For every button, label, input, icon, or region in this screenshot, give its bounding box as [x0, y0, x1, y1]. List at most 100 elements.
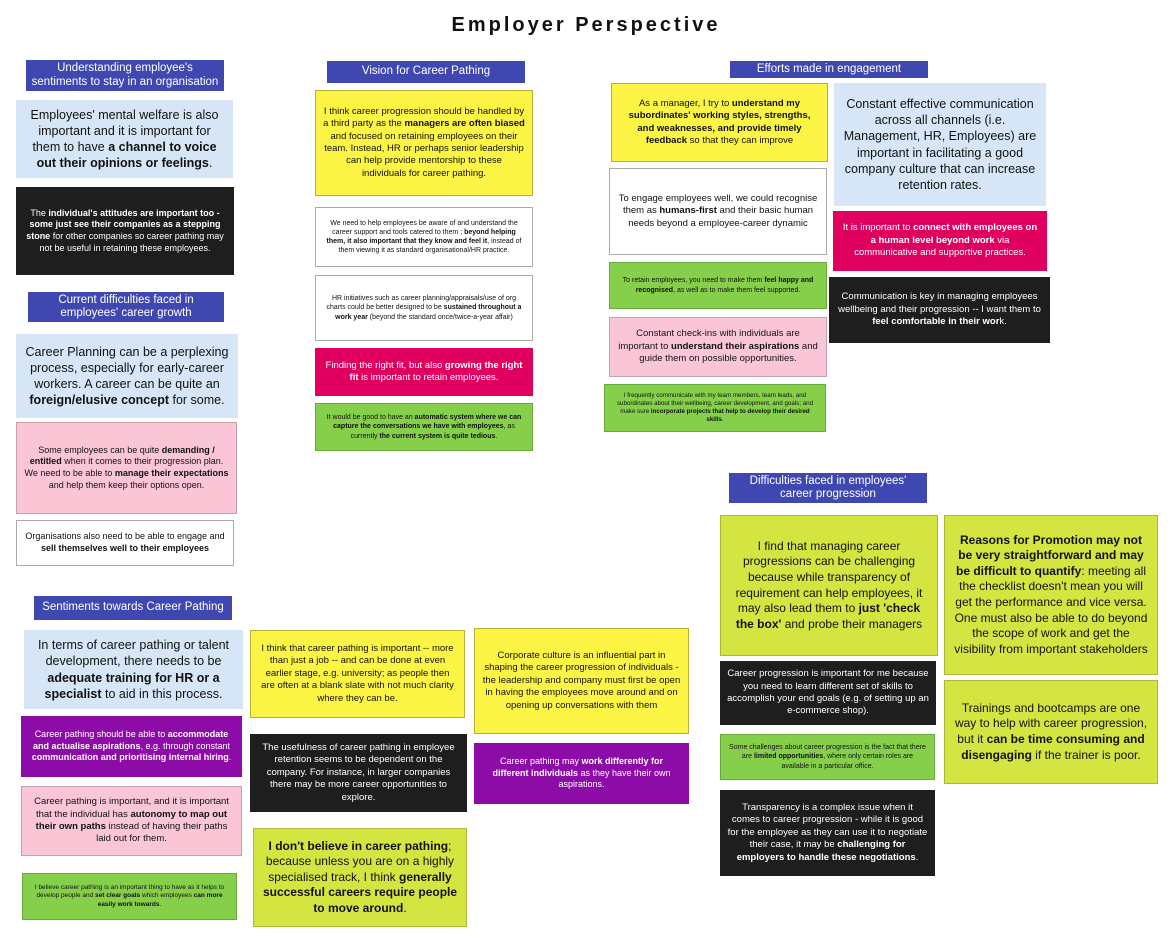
header-sentiments-stay: Understanding employee's sentiments to s…: [26, 60, 224, 91]
note-text: I think career progression should be han…: [323, 106, 525, 180]
note-text-segment: .: [403, 900, 407, 915]
sticky-note: Some employees can be quite demanding / …: [16, 422, 237, 514]
note-text-segment: In terms of career pathing or talent dev…: [37, 638, 230, 669]
note-text-segment: .: [721, 416, 724, 424]
sticky-note: I don't believe in career pathing; becau…: [253, 828, 467, 927]
note-text-segment: and help them keep their options open.: [48, 479, 205, 490]
note-text: Career pathing may work differently for …: [481, 756, 682, 791]
note-text-segment: is important to retain employees.: [358, 372, 499, 383]
note-text: I frequently communicate with my team me…: [612, 392, 818, 424]
note-text: Constant effective communication across …: [841, 96, 1039, 194]
sticky-note: Constant effective communication across …: [834, 83, 1046, 206]
page-title: Employer Perspective: [451, 14, 721, 36]
sticky-note: It would be good to have an automatic sy…: [315, 403, 533, 451]
note-text-segment: as they have their own aspirations.: [558, 767, 671, 790]
note-text: Some challenges about career progression…: [728, 743, 927, 770]
note-text-segment: Career pathing may: [499, 755, 582, 766]
sticky-note: Trainings and bootcamps are one way to h…: [944, 680, 1158, 784]
sticky-note: Reasons for Promotion may not be very st…: [944, 515, 1158, 675]
sticky-note: Corporate culture is an influential part…: [474, 628, 689, 734]
note-text-segment: .: [228, 752, 232, 763]
note-text-segment: , as currently: [350, 423, 515, 440]
sticky-note: The usefulness of career pathing in empl…: [250, 734, 467, 812]
note-text: We need to help employees be aware of an…: [323, 219, 525, 255]
note-text: The individual's attitudes are important…: [23, 208, 227, 255]
note-text-bold: just 'check the box': [735, 601, 921, 631]
note-text-bold: set clear goals: [95, 892, 141, 900]
note-text-segment: I think career progression should be han…: [323, 105, 525, 130]
note-text: Career Planning can be a perplexing proc…: [23, 344, 231, 409]
note-text: Trainings and bootcamps are one way to h…: [952, 701, 1150, 763]
note-text: Reasons for Promotion may not be very st…: [952, 533, 1150, 658]
note-text-segment: so that they can improve: [687, 134, 794, 146]
note-text-bold: generally successful careers require peo…: [262, 869, 458, 915]
note-text-bold: communication and prioritising internal …: [31, 752, 229, 763]
note-text-segment: Finding the right fit, but also: [325, 359, 445, 371]
sticky-note: Career pathing should be able to accommo…: [21, 716, 242, 777]
note-text: Finding the right fit, but also growing …: [322, 360, 526, 385]
header-sentiments-career-pathing: Sentiments towards Career Pathing: [34, 596, 232, 620]
note-text: To engage employees well, we could recog…: [617, 193, 819, 230]
note-text-segment: Employees' mental welfare is also import…: [30, 107, 219, 155]
note-text-bold: manage their expectations: [114, 468, 229, 478]
sticky-note: Communication is key in managing employe…: [829, 277, 1050, 343]
note-text-segment: ; because unless you are on a highly spe…: [265, 838, 455, 884]
sticky-note: It is important to connect with employee…: [833, 211, 1047, 271]
note-text: Some employees can be quite demanding / …: [24, 445, 229, 492]
note-text-bold: limited opportunities: [753, 753, 824, 761]
note-text-segment: which employees: [140, 892, 194, 900]
note-text-bold: foreign/elusive concept: [29, 393, 170, 408]
sticky-note: Career pathing is important, and it is i…: [21, 786, 242, 856]
note-text: Career pathing should be able to accommo…: [28, 729, 235, 764]
sticky-note: Career Planning can be a perplexing proc…: [16, 334, 238, 418]
note-text-segment: It would be good to have an: [326, 414, 415, 422]
note-text-segment: Trainings and bootcamps are one way to h…: [954, 700, 1148, 746]
note-text-bold: connect with employees on a human level …: [870, 222, 1038, 246]
sticky-note: Career progression is important for me b…: [720, 661, 936, 725]
sticky-note: I find that managing career progressions…: [720, 515, 938, 656]
note-text-segment: I find that managing career progressions…: [735, 538, 923, 616]
note-text-segment: We need to help employees be aware of an…: [330, 219, 518, 236]
sticky-note: As a manager, I try to understand my sub…: [611, 83, 828, 162]
note-text-segment: (beyond the standard once/twice-a-year a…: [367, 313, 513, 321]
note-text: Corporate culture is an influential part…: [482, 650, 681, 712]
note-text-bold: feel comfortable in their wor: [872, 316, 1000, 328]
note-text-segment: Some challenges about career progression…: [729, 744, 926, 761]
sticky-note: Career pathing may work differently for …: [474, 743, 689, 804]
note-text-bold: feel happy and recognised: [635, 277, 814, 294]
note-text-bold: individual's attitudes are important too…: [26, 207, 221, 241]
sticky-note: The individual's attitudes are important…: [16, 187, 234, 275]
note-text: I think that career pathing is important…: [258, 643, 457, 705]
note-text: As a manager, I try to understand my sub…: [619, 98, 820, 147]
note-text-segment: for other companies so career pathing ma…: [39, 231, 224, 253]
note-text-segment: .: [159, 900, 162, 908]
note-text-segment: : meeting all the checklist doesn't mean…: [954, 563, 1148, 656]
note-text: Career progression is important for me b…: [727, 668, 929, 717]
note-text: Communication is key in managing employe…: [836, 291, 1043, 328]
note-text: It would be good to have an automatic sy…: [323, 413, 525, 440]
note-text-segment: and their basic human needs beyond a emp…: [628, 205, 814, 229]
note-text-segment: via communicative and supportive practic…: [854, 234, 1026, 259]
note-text-bold: automatic system where we can capture th…: [333, 414, 522, 431]
note-text-bold: sell themselves well to their employees: [40, 543, 210, 553]
note-text-bold: growing the right fit: [349, 359, 523, 383]
note-text-bold: humans-first: [659, 205, 717, 217]
note-text-segment: As a manager, I try to: [638, 97, 732, 109]
note-text-bold: sustained throughout a work year: [335, 304, 522, 321]
note-text-bold: autonomy to map out their own paths: [35, 808, 228, 832]
note-text: Transparency is a complex issue when it …: [727, 802, 928, 864]
note-text-segment: to aid in this process.: [101, 686, 223, 701]
note-text-segment: Constant check-ins with individuals are …: [618, 328, 800, 352]
note-text-segment: To retain employees, you need to make th…: [622, 277, 765, 285]
note-text-segment: I think that career pathing is important…: [261, 643, 454, 704]
note-text-segment: for some.: [169, 393, 225, 408]
note-text-segment: To engage employees well, we could recog…: [618, 192, 818, 217]
note-text-segment: Career pathing should be able to: [34, 728, 168, 739]
note-text-bold: Reasons for Promotion may not be very st…: [955, 532, 1144, 578]
note-text-segment: HR initiatives such as career planning/a…: [326, 295, 517, 312]
note-text: Career pathing is important, and it is i…: [29, 796, 234, 845]
note-text-segment: Corporate culture is an influential part…: [482, 650, 681, 711]
note-text: To retain employees, you need to make th…: [617, 276, 819, 294]
note-text: I find that managing career progressions…: [728, 539, 930, 633]
sticky-note: Transparency is a complex issue when it …: [720, 790, 935, 876]
